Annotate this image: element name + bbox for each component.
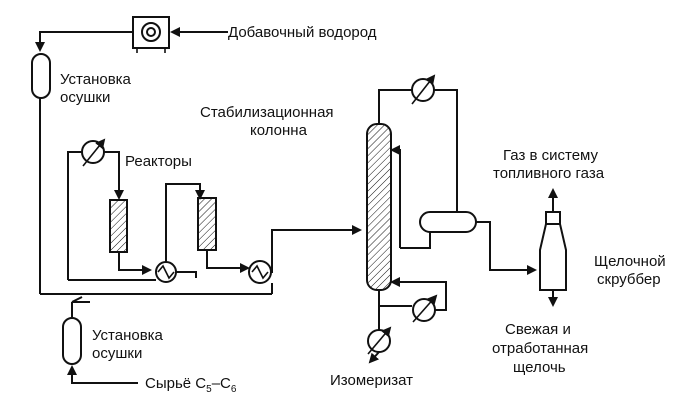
feed-label: Сырьё C5–C6: [145, 375, 237, 395]
caustic-label-line1: Свежая и: [505, 321, 571, 338]
dryer-top-label-line2: осушки: [60, 89, 110, 106]
dryer-bottom-label-line1: Установка: [92, 327, 164, 344]
fuel-gas-label-line2: топливного газа: [493, 165, 605, 182]
feed-label-dash: –C: [212, 375, 231, 392]
column-bottom-line: [378, 290, 412, 307]
to-stabilizer-line: [271, 225, 362, 273]
stabilizer-label-line1: Стабилизационная: [200, 104, 334, 121]
reflux-return-line: [390, 145, 401, 248]
dryer-bottom: [62, 317, 82, 365]
feed-label-sub2: 6: [231, 384, 237, 395]
preheater-inlet-line: [67, 151, 82, 280]
dryer-top-label-line1: Установка: [60, 71, 132, 88]
overhead-condenser: [411, 74, 436, 105]
reactor-1: [109, 199, 128, 253]
column-overhead-line: [378, 89, 412, 124]
reflux-drum-bottom-line: [400, 232, 431, 249]
reactor1-outlet-line: [118, 252, 152, 275]
product-cooler: [367, 326, 392, 355]
stabilizer-label-line2: колонна: [250, 122, 308, 139]
feed-label-prefix: Сырьё C: [145, 375, 206, 392]
reactor2-outlet-line: [206, 250, 250, 273]
compressor: [132, 16, 170, 53]
hx1-outlet-line: [176, 271, 197, 278]
stabilization-column: [366, 123, 392, 291]
feed-join-arrow: [71, 296, 83, 303]
reboiler: [412, 294, 438, 323]
scrubber-label-line2: скруббер: [597, 271, 661, 288]
reboiler-return-line: [390, 277, 447, 311]
caustic-scrubber: [539, 211, 567, 291]
dryer-top: [31, 53, 51, 99]
reactor2-inlet-line: [165, 183, 205, 262]
dryer-bottom-label-line2: осушки: [92, 345, 142, 362]
reactors-label: Реакторы: [125, 153, 192, 170]
preheater: [81, 138, 106, 167]
caustic-label-line2: отработанная: [492, 340, 588, 357]
heat-exchanger-1: [155, 261, 177, 283]
reflux-drum: [419, 211, 477, 233]
caustic-label-line3: щелочь: [513, 359, 566, 376]
feed-label-sub1: 5: [206, 384, 212, 395]
fuel-gas-label-line1: Газ в систему: [503, 147, 599, 164]
feed-line: [67, 365, 138, 384]
reactor1-inlet-line: [104, 151, 124, 200]
gas-to-scrubber-line: [476, 221, 537, 275]
hydrogen-to-dryer-line: [35, 31, 133, 52]
isomerate-label: Изомеризат: [330, 372, 413, 389]
scrubber-label-line1: Щелочной: [594, 253, 666, 270]
condenser-outlet-line: [434, 89, 458, 212]
isomerate-out-line: [368, 351, 380, 364]
reactor-2: [197, 197, 217, 251]
heat-exchanger-2: [248, 260, 272, 284]
makeup-hydrogen-label: Добавочный водород: [228, 24, 377, 41]
